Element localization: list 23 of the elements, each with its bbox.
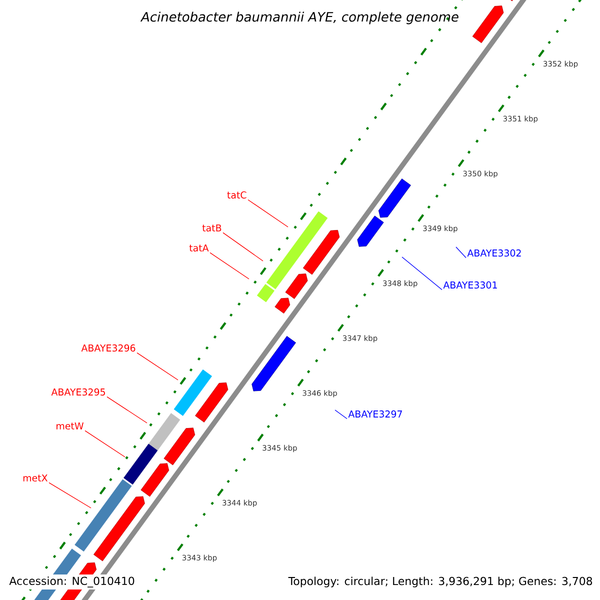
- leader-line: [456, 246, 466, 258]
- leader-line: [106, 396, 148, 424]
- gene-label: ABAYE3296: [81, 344, 136, 352]
- title: Acinetobacter baumannii AYE, complete genome: [140, 12, 458, 24]
- gene-label: tatC: [227, 191, 246, 199]
- leader-line: [84, 430, 126, 458]
- leader-line: [210, 252, 250, 280]
- leader-line: [48, 482, 92, 508]
- gene-label: ABAYE3302: [467, 249, 521, 257]
- footer-text: Topology: circular; Length: 3,936,291 bp; Genes: 3,708: [286, 574, 595, 590]
- gene-label: metW: [56, 422, 84, 430]
- leader-line: [136, 352, 178, 380]
- gene-label: metX: [23, 474, 48, 482]
- footer-text: Accession: NC_010410: [7, 574, 137, 590]
- leader-line: [248, 199, 288, 228]
- leader-line: [334, 410, 348, 420]
- leader-line: [402, 256, 442, 290]
- gene-label: tatA: [189, 244, 209, 252]
- gene-label: ABAYE3297: [348, 410, 402, 418]
- gene-label: ABAYE3301: [443, 281, 497, 289]
- gene-label: tatB: [202, 224, 222, 232]
- leader-line: [222, 232, 264, 262]
- gene-label: ABAYE3295: [51, 388, 105, 396]
